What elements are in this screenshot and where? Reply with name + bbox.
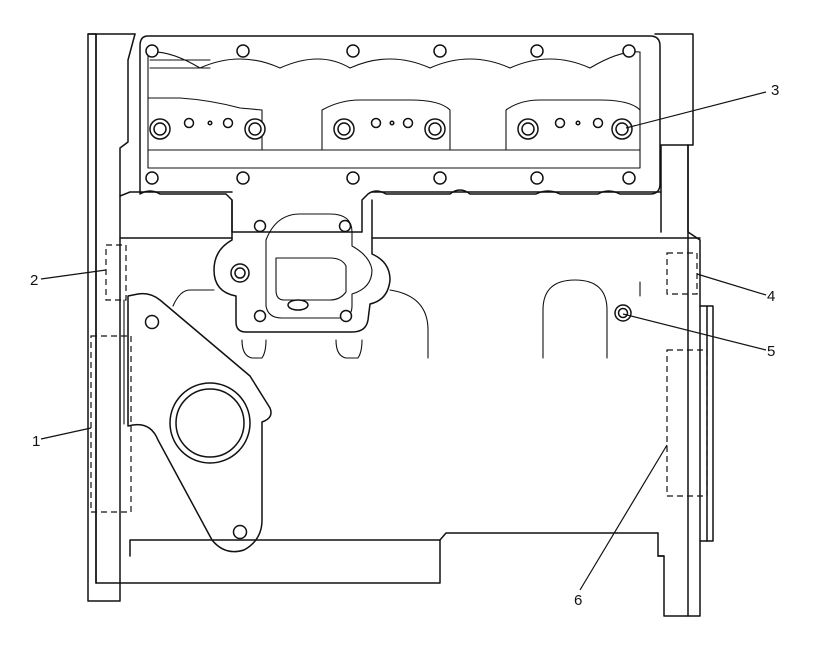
callout-4: 4 [767, 288, 775, 305]
block-face-details [172, 279, 641, 359]
gasket-bolt-holes [145, 44, 636, 185]
leader-4 [696, 273, 767, 296]
head-stud-bosses [149, 117, 633, 140]
callout-1: 1 [32, 433, 40, 450]
leader-6 [579, 444, 668, 591]
oil-gallery-plug [614, 304, 632, 322]
callout-5: 5 [767, 343, 775, 360]
callout-labels: 1 2 3 4 5 6 [30, 82, 779, 609]
leader-3 [625, 91, 767, 129]
leader-lines [40, 91, 767, 591]
head-gasket-flange [139, 35, 661, 233]
callout-6: 6 [574, 592, 582, 609]
callout-2: 2 [30, 272, 38, 289]
callout-3: 3 [771, 82, 779, 99]
front-plate [123, 292, 272, 553]
dashed-location-boxes [90, 244, 708, 513]
leader-5 [622, 313, 767, 351]
water-outlet-flange [213, 199, 391, 333]
leader-2 [40, 269, 107, 280]
leader-1 [40, 427, 92, 440]
